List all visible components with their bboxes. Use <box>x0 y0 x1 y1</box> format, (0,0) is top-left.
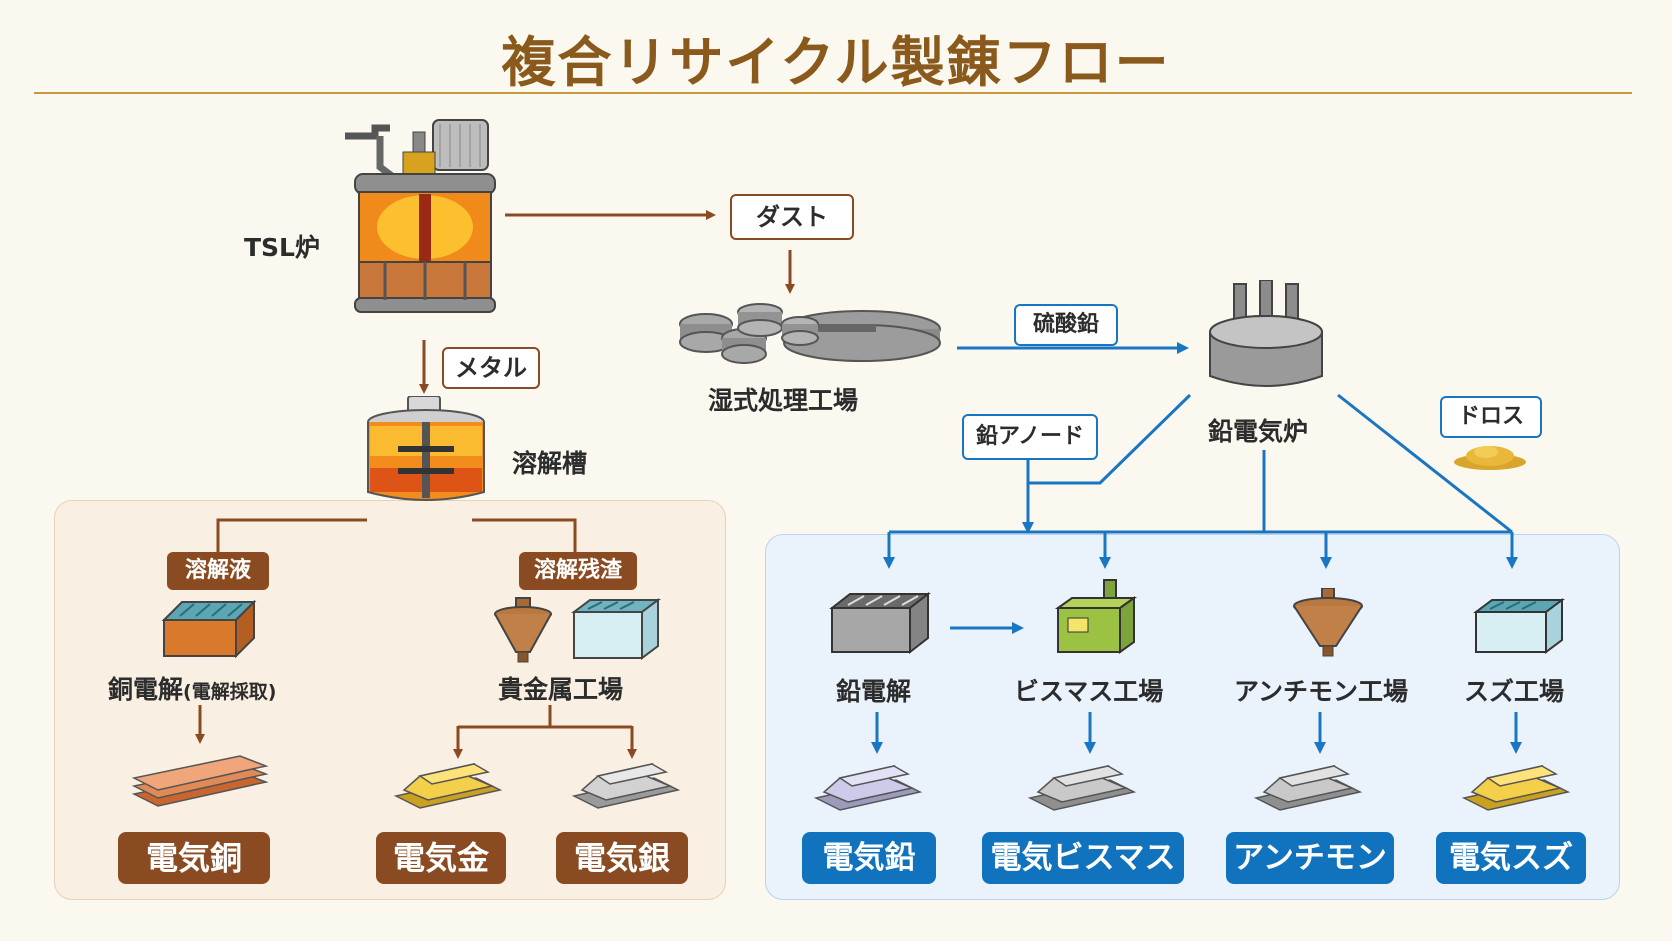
line-tank-to-solution <box>216 518 367 552</box>
antimony-plant-icon <box>1293 588 1363 657</box>
antimony-ingot-icon <box>1253 764 1363 811</box>
product-copper: 電気銅 <box>118 832 270 884</box>
bismuth-ingot-icon <box>1027 764 1137 811</box>
dross-pile-icon <box>1454 446 1526 470</box>
tsl-furnace-icon <box>345 119 496 313</box>
copper-process-label: 銅電解 <box>108 675 184 704</box>
line-furnace-to-anode <box>1022 393 1192 534</box>
tsl-furnace-label: TSL炉 <box>244 233 320 262</box>
antimony-plant-label: アンチモン工場 <box>1234 677 1409 706</box>
precious-plant-icon <box>494 597 661 663</box>
page-title: 複合リサイクル製錬フロー <box>501 31 1171 94</box>
lead-sulfate-tag: 硫酸鉛 <box>1014 304 1118 346</box>
product-tin: 電気スズ <box>1436 832 1586 884</box>
metal-tag: メタル <box>442 347 540 389</box>
product-antimony: アンチモン <box>1226 832 1394 884</box>
residue-tag: 溶解残渣 <box>519 552 637 590</box>
product-bismuth: 電気ビスマス <box>982 832 1184 884</box>
dross-tag: ドロス <box>1440 396 1542 438</box>
gold-ingot-icon <box>393 762 503 809</box>
lead-ingot-icon <box>813 764 923 811</box>
silver-ingot-icon <box>571 762 681 809</box>
tin-plant-icon <box>1473 598 1565 654</box>
wet-plant-label: 湿式処理工場 <box>708 386 859 415</box>
dissolution-tank-label: 溶解槽 <box>512 449 588 478</box>
dissolution-tank-icon <box>367 396 485 501</box>
lead-furnace-icon <box>1209 280 1323 387</box>
line-precious-split <box>458 705 552 729</box>
line-tank-to-residue <box>472 518 577 552</box>
tin-plant-label: スズ工場 <box>1464 677 1565 706</box>
copper-process-title: 銅電解(電解採取) <box>108 670 276 706</box>
lead-furnace-label: 鉛電気炉 <box>1208 417 1309 446</box>
lead-anode-tag: 鉛アノード <box>962 414 1098 460</box>
line-furnace-to-tin <box>1337 393 1513 534</box>
dust-tag: ダスト <box>730 194 854 240</box>
copper-sheets-icon <box>131 755 269 807</box>
copper-process-note: (電解採取) <box>183 681 277 703</box>
lead-electrolysis-icon <box>829 591 931 655</box>
product-gold: 電気金 <box>376 832 506 884</box>
title-divider <box>34 92 1632 94</box>
precious-plant-label: 貴金属工場 <box>498 675 624 704</box>
bismuth-plant-icon <box>1054 579 1138 654</box>
wet-plant-icon <box>679 303 941 364</box>
lead-electrolysis-label: 鉛電解 <box>836 677 912 706</box>
product-lead: 電気鉛 <box>802 832 936 884</box>
bismuth-plant-label: ビスマス工場 <box>1014 677 1164 706</box>
copper-cathode-icon <box>161 599 257 659</box>
solution-tag: 溶解液 <box>167 552 269 590</box>
product-silver: 電気銀 <box>556 832 688 884</box>
tin-ingot-icon <box>1461 764 1571 811</box>
